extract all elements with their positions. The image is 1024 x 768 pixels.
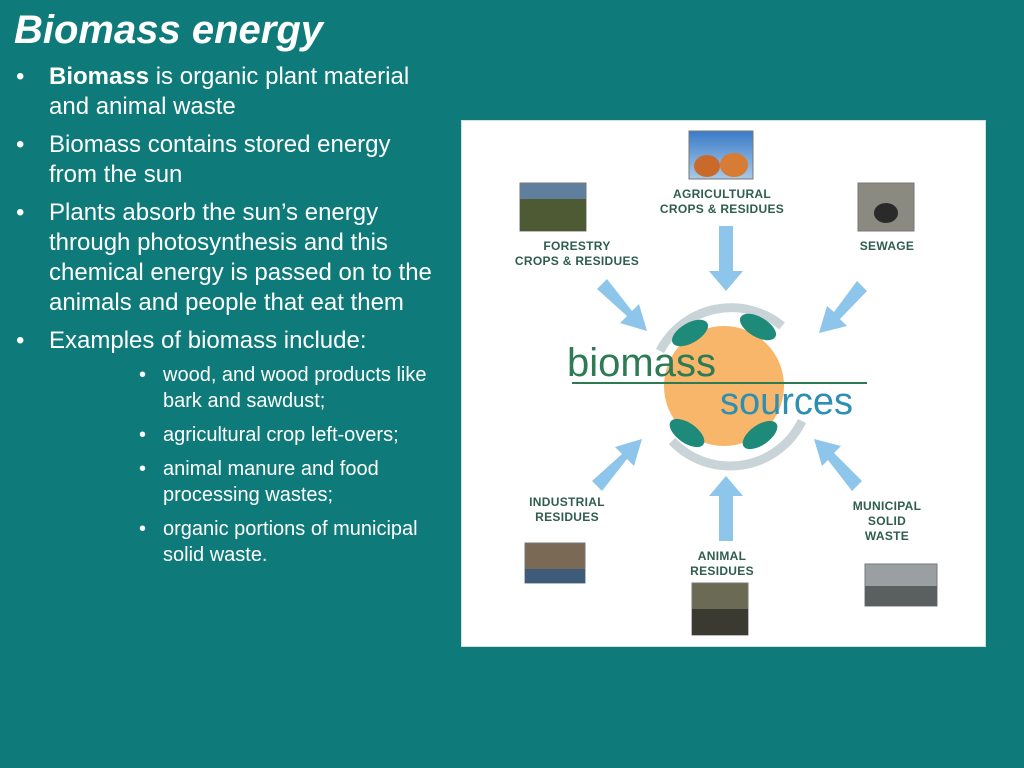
leaf-icon — [671, 319, 709, 347]
arrow-sewage — [819, 281, 867, 333]
label-forestry: FORESTRY CROPS & RESIDUES — [514, 239, 640, 268]
bullet-list: • Biomass is organic plant material and … — [14, 62, 434, 576]
cycle-arrows — [656, 303, 807, 471]
bullet-text: Plants absorb the sun’s energy through p… — [49, 199, 432, 316]
sub-bullet-item: • organic portions of municipal solid was… — [139, 516, 434, 568]
bullet-item: • Biomass is organic plant material and … — [14, 62, 434, 122]
sub-bullet-item: • wood, and wood products like bark and s… — [139, 362, 434, 414]
bullet-item: • Biomass contains stored energy from th… — [14, 130, 434, 190]
bullet-text: is organic plant material and animal was… — [49, 63, 410, 120]
inflow-arrows — [592, 226, 867, 541]
sub-bullet-text: organic portions of municipal solid wast… — [163, 518, 418, 566]
center-title-sources: sources — [720, 381, 854, 423]
bullet-item: • Plants absorb the sun’s energy through… — [14, 198, 434, 318]
sub-bullet-text: agricultural crop left-overs; — [163, 424, 399, 446]
leaf-icons — [669, 313, 778, 450]
biomass-sources-diagram: biomass sources AGRICULTURAL CROPS & RES… — [461, 120, 986, 647]
sub-bullet-item: • animal manure and food processing waste… — [139, 456, 434, 508]
center-title-biomass: biomass — [567, 341, 716, 385]
photo-industrial — [524, 542, 586, 584]
photo-animal — [691, 582, 749, 636]
diagram-graphic — [519, 130, 938, 636]
sub-bullet-icon: • — [139, 518, 147, 540]
sub-bullet-icon: • — [139, 424, 147, 446]
arrow-municipal — [814, 439, 862, 491]
sub-bullet-icon: • — [139, 364, 147, 386]
bullet-text: Examples of biomass include: — [49, 327, 367, 354]
sub-bullet-item: • agricultural crop left-overs; — [139, 422, 434, 448]
bullet-item: • Examples of biomass include: • wood, an… — [14, 326, 434, 568]
bullet-icon: • — [16, 63, 25, 90]
arrow-industrial — [592, 439, 642, 491]
photo-agricultural — [688, 130, 754, 180]
sub-bullet-text: wood, and wood products like bark and sa… — [163, 364, 427, 412]
label-agricultural: AGRICULTURAL CROPS & RESIDUES — [659, 187, 785, 216]
bullet-icon: • — [16, 327, 25, 354]
bullet-bold-term: Biomass — [49, 63, 150, 90]
photo-municipal — [864, 563, 938, 607]
label-municipal: MUNICIPAL SOLID WASTE — [852, 499, 922, 543]
sub-bullet-text: animal manure and food processing wastes… — [163, 458, 379, 506]
label-sewage: SEWAGE — [859, 239, 915, 253]
photo-sewage — [857, 182, 915, 232]
leaf-icon — [739, 313, 777, 341]
slide-title: Biomass energy — [14, 8, 324, 52]
arrow-forestry — [597, 279, 647, 331]
arrow-animal — [709, 476, 743, 541]
bullet-icon: • — [16, 199, 25, 226]
leaf-icon — [742, 420, 778, 450]
sub-bullet-icon: • — [139, 458, 147, 480]
photo-forestry — [519, 182, 587, 232]
label-animal: ANIMAL RESIDUES — [690, 549, 754, 578]
leaf-icon — [669, 418, 705, 448]
label-industrial: INDUSTRIAL RESIDUES — [529, 495, 605, 524]
sub-bullet-list: • wood, and wood products like bark and s… — [49, 362, 434, 568]
arrow-agricultural — [709, 226, 743, 291]
bullet-icon: • — [16, 131, 25, 158]
bullet-text: Biomass contains stored energy from the … — [49, 131, 391, 188]
sun-shape — [664, 326, 784, 446]
